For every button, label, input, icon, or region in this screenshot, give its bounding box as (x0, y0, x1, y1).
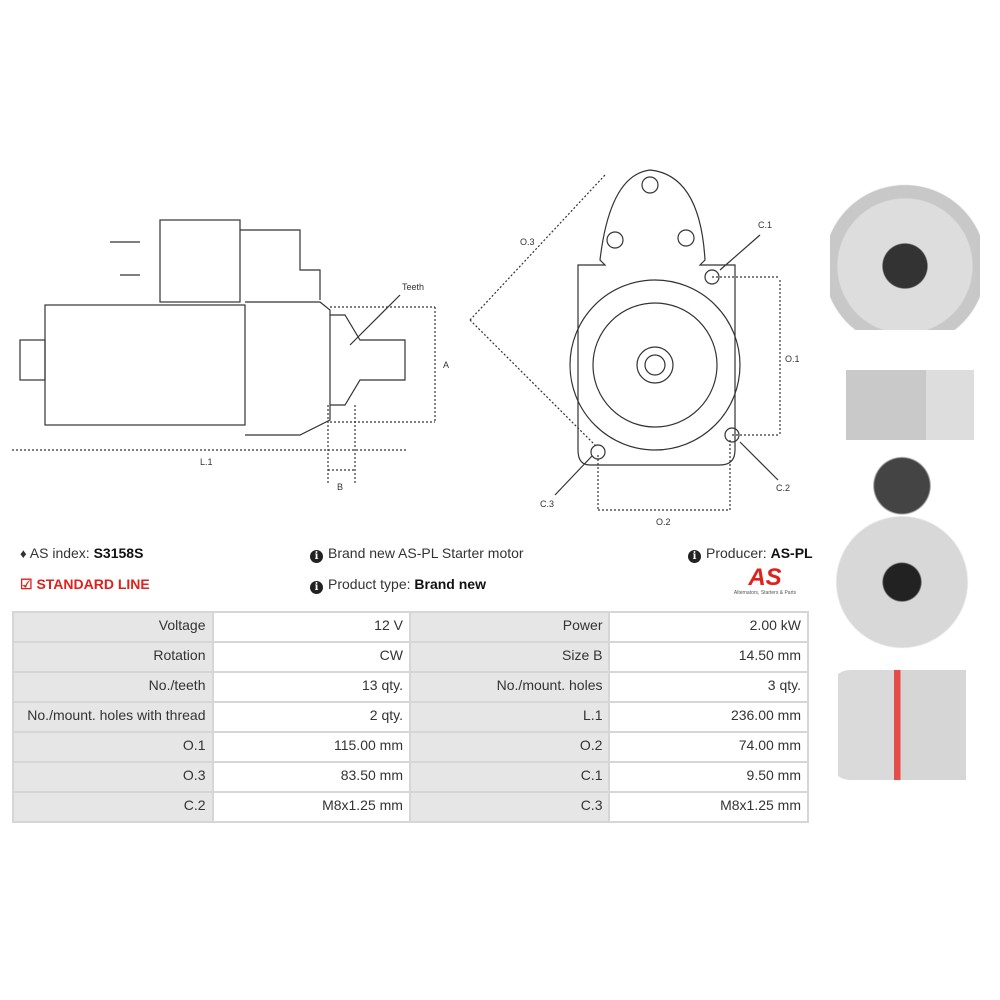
spec-label: No./mount. holes (408, 671, 611, 703)
as-logo: AS Alternators, Starters & Parts (720, 564, 810, 597)
spec-label: L.1 (408, 701, 611, 733)
spec-value: 2.00 kW (608, 611, 809, 643)
spec-value: 13 qty. (211, 671, 411, 703)
spec-label: O.1 (12, 731, 214, 763)
tags-icon: ♦ (20, 546, 27, 561)
as-index: ♦ AS index: S3158S (20, 545, 143, 561)
spec-label: C.1 (408, 761, 611, 793)
spec-value: 236.00 mm (608, 701, 809, 733)
standard-line: ☑ STANDARD LINE (20, 576, 150, 593)
as-index-value: S3158S (93, 545, 144, 561)
spec-value: 14.50 mm (608, 641, 809, 673)
spec-label: Power (408, 611, 611, 643)
logo-mark: AS (748, 564, 782, 591)
spec-label: Voltage (12, 611, 214, 643)
spec-value: 74.00 mm (608, 731, 809, 763)
spec-value: 12 V (211, 611, 411, 643)
info-icon: i (310, 581, 323, 594)
technical-drawing: Teeth A L.1 B O.3 C.1 O.1 C.3 C.2 O.2 (12, 169, 800, 527)
dim-a-label: A (443, 360, 449, 370)
logo-tagline: Alternators, Starters & Parts (733, 590, 797, 596)
spec-label: No./mount. holes with thread (12, 701, 214, 733)
producer: i Producer: AS-PL (688, 545, 813, 563)
spec-value: M8x1.25 mm (211, 791, 411, 823)
as-index-label: AS index: (29, 545, 90, 561)
spec-label: No./teeth (12, 671, 214, 703)
dim-c2-label: C.2 (776, 483, 790, 493)
dim-o2-label: O.2 (656, 517, 671, 527)
spec-label: C.3 (408, 791, 611, 823)
dim-l1-label: L.1 (200, 457, 213, 467)
side-view-drawing (12, 219, 436, 485)
product-type-label: Product type: (328, 576, 411, 592)
spec-label: C.2 (12, 791, 214, 823)
description: i Brand new AS-PL Starter motor (310, 545, 524, 563)
dim-o1-label: O.1 (785, 354, 800, 364)
front-view-drawing (469, 169, 781, 511)
photo-rear (830, 455, 990, 660)
dim-c3-label: C.3 (540, 499, 554, 509)
dim-o3-label: O.3 (520, 237, 535, 247)
spec-value: 2 qty. (211, 701, 411, 733)
description-text: Brand new AS-PL Starter motor (328, 545, 524, 561)
producer-value: AS-PL (770, 545, 813, 561)
producer-label: Producer: (706, 545, 767, 561)
spec-value: 3 qty. (608, 671, 809, 703)
spec-label: Size B (408, 641, 611, 673)
spec-label: O.2 (408, 731, 611, 763)
product-type: i Product type: Brand new (310, 576, 486, 594)
spec-label: Rotation (12, 641, 214, 673)
spec-value: M8x1.25 mm (608, 791, 809, 823)
standard-line-label: STANDARD LINE (36, 576, 150, 592)
info-icon: i (310, 550, 323, 563)
spec-value: 115.00 mm (211, 731, 411, 763)
dim-b-label: B (337, 482, 343, 492)
checkbox-icon: ☑ (20, 576, 33, 592)
spec-value: 9.50 mm (608, 761, 809, 793)
info-icon: i (688, 550, 701, 563)
photo-side (830, 340, 990, 440)
spec-value: CW (211, 641, 411, 673)
dim-c1-label: C.1 (758, 220, 772, 230)
spec-label: O.3 (12, 761, 214, 793)
product-type-value: Brand new (414, 576, 486, 592)
spec-value: 83.50 mm (211, 761, 411, 793)
teeth-label: Teeth (402, 282, 424, 292)
photo-front-flange (830, 170, 980, 330)
photo-side-label (830, 670, 990, 780)
